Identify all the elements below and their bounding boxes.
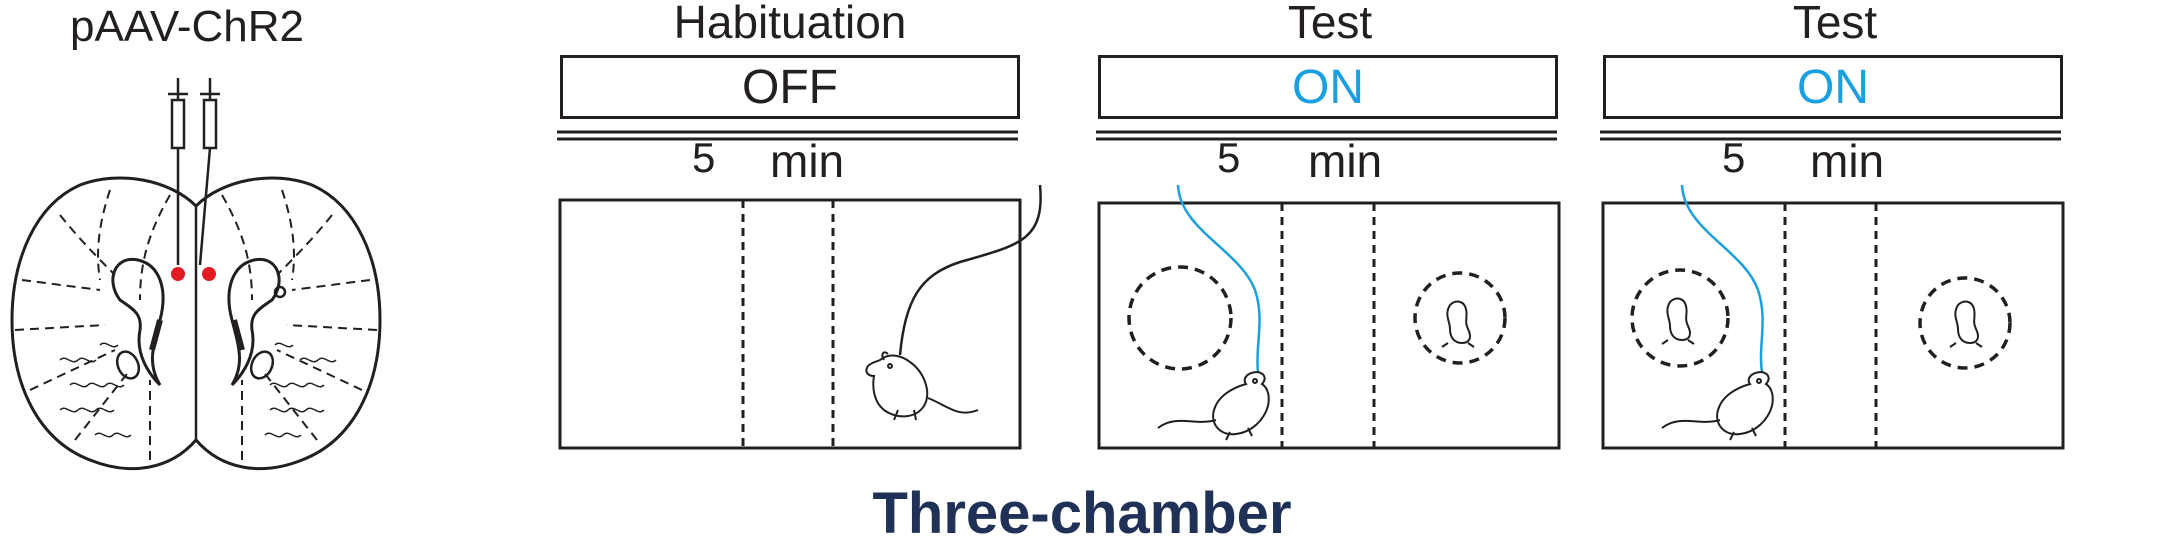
construct-label: pAAV-ChR2 <box>70 2 304 51</box>
stranger-mouse-icon <box>1661 297 1695 345</box>
light-state-off: OFF <box>742 60 838 114</box>
phase-title-habituation: Habituation <box>673 0 907 48</box>
optic-tether-on <box>1176 184 1261 373</box>
wire-cup-icon <box>1127 265 1233 371</box>
duration-unit: min <box>1308 135 1383 187</box>
light-state-box-habituation: OFF <box>560 55 1020 119</box>
duration-unit: min <box>770 135 845 187</box>
light-state-box-test-2: ON <box>1603 55 2063 119</box>
duration-value: 5 <box>1722 134 1746 181</box>
phase-title-test-1: Test <box>1287 0 1373 48</box>
phase-title-test-2: Test <box>1792 0 1878 48</box>
wire-cup-icon <box>1918 276 2012 370</box>
light-state-on: ON <box>1292 60 1364 114</box>
optic-fiber-icon <box>168 78 220 266</box>
mouse-icon <box>1157 370 1270 441</box>
wire-cup-icon <box>1413 271 1507 365</box>
duration-unit: min <box>1810 135 1885 187</box>
arena-test-2 <box>1601 201 2065 450</box>
arena-test-1 <box>1097 201 1561 450</box>
arena-habituation <box>558 184 1042 450</box>
light-state-on: ON <box>1797 60 1869 114</box>
duration-value: 5 <box>1217 134 1241 181</box>
mouse-icon <box>865 351 979 421</box>
injection-site-right <box>202 267 216 281</box>
paradigm-caption: Three-chamber <box>872 481 1292 546</box>
duration-value: 5 <box>692 134 716 181</box>
mouse-icon <box>1661 370 1774 441</box>
brain-section-icon <box>10 176 382 471</box>
wire-cup-icon <box>1630 268 1730 368</box>
light-state-box-test-1: ON <box>1098 55 1558 119</box>
injection-site-left <box>171 267 185 281</box>
stranger-mouse-icon <box>1441 300 1475 348</box>
timeline-lines <box>557 130 2061 141</box>
stranger-mouse-icon <box>1949 300 1983 348</box>
optic-tether-on <box>1680 184 1764 373</box>
